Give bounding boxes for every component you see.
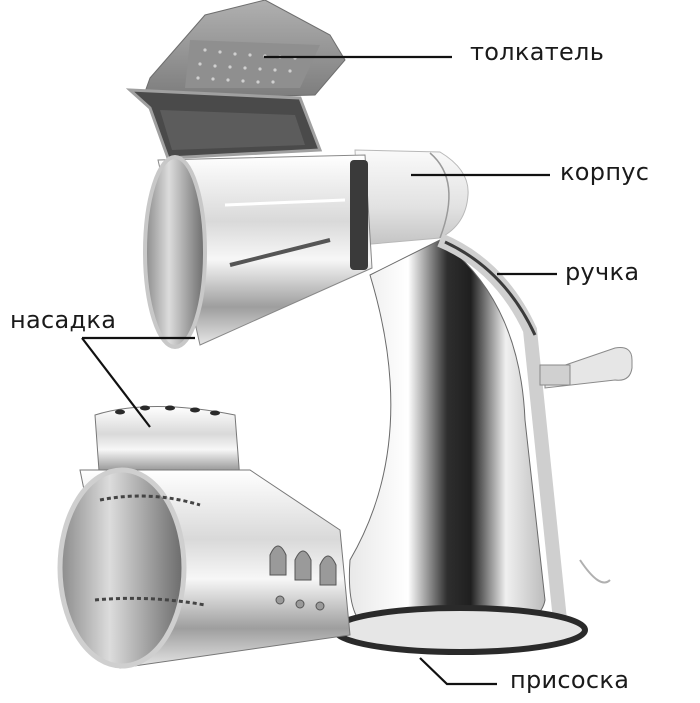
stand-part — [332, 233, 633, 655]
leader-suction — [419, 657, 497, 686]
leader-lines — [81, 55, 557, 686]
body-part — [354, 149, 469, 246]
label-pusher: толкатель — [470, 38, 605, 66]
pusher-part — [125, 0, 346, 160]
label-suction-cup: присоска — [510, 666, 630, 694]
label-handle: ручка — [565, 258, 640, 286]
leader-attachment-bottom — [81, 337, 151, 428]
spare-drums — [57, 405, 351, 669]
label-body: корпус — [560, 158, 650, 186]
label-drum-attachment: насадка — [10, 306, 117, 334]
mounted-drum — [143, 154, 373, 349]
